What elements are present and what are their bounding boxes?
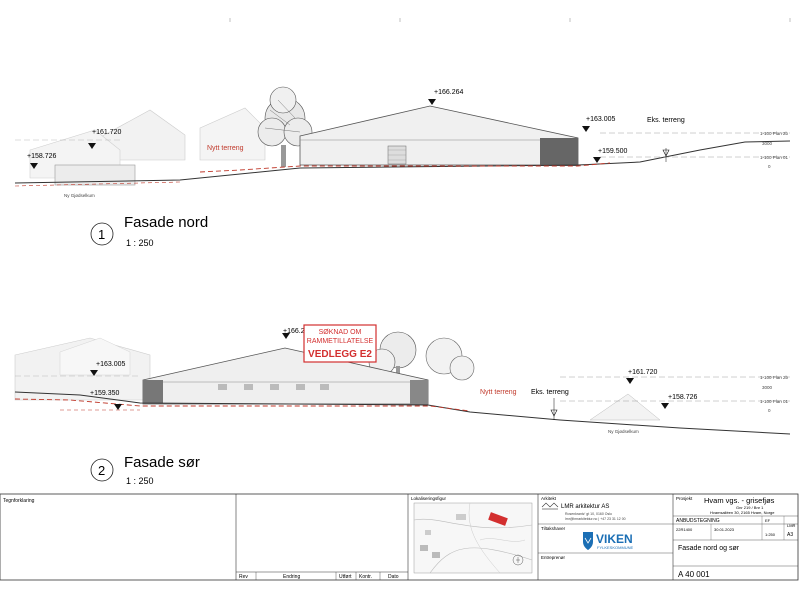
meta-scale: 1:250 xyxy=(765,532,776,537)
legend-label: Tegnforklaring xyxy=(3,498,35,504)
north-level-right-lower: +159.500 xyxy=(598,148,627,155)
south-view-title: Fasade sør xyxy=(124,454,200,471)
project-gnr: Gnr 219 / Bnr 1 xyxy=(736,505,764,510)
north-level-left-upper: +161.720 xyxy=(92,129,121,136)
location-map xyxy=(413,502,533,574)
architect-contact: lmr@lmrarkitektur.no | +47 23 31 12 00 xyxy=(565,517,626,521)
architect-name: LMR arkitektur AS xyxy=(561,504,609,510)
drawing-title: Fasade nord og sør xyxy=(678,545,740,552)
north-existing-terrain-label: Eks. terreng xyxy=(647,117,685,124)
stamp-line-2: RAMMETILLATELSE xyxy=(307,338,374,345)
viken-logo xyxy=(583,532,593,550)
north-elevation: +166.264 +161.720 +158.726 +163.005 +159… xyxy=(14,86,791,248)
contractor-label: Entreprenør xyxy=(541,555,566,560)
meta-right-2: LMR xyxy=(787,523,796,528)
architect-logo xyxy=(541,502,559,510)
project-address: Hvamsalléen 30, 2165 Hvam, Norge xyxy=(710,510,775,515)
south-plan-dim: 3000 xyxy=(762,385,773,390)
south-plan-01: 1-100 Plan 01 xyxy=(760,399,789,404)
south-new-terrain-label: Nytt terreng xyxy=(480,389,517,396)
south-elevation: +166.264 +163.005 +159.350 +161.720 +158… xyxy=(14,328,791,486)
south-plan-zero: 0 xyxy=(768,408,771,413)
barn-north xyxy=(299,105,579,166)
rev-header-change: Endring xyxy=(283,574,300,580)
project-name: Hvam vgs. - grisefjøs xyxy=(704,496,775,505)
stamp-line-1: SØKNAD OM xyxy=(319,329,362,336)
north-level-right-upper: +163.005 xyxy=(586,116,615,123)
meta-right-3: A3 xyxy=(787,532,793,538)
tree-north xyxy=(257,86,313,167)
phase-label: ANBUDSTEGNING xyxy=(676,518,720,524)
south-existing-terrain-label: Eks. terreng xyxy=(531,389,569,396)
project-label: Prosjekt xyxy=(676,496,693,501)
meta-right-1: EF xyxy=(765,518,771,523)
north-plan-01: 1-100 Plan 01 xyxy=(760,155,789,160)
barn-south xyxy=(142,347,429,405)
approval-stamp: SØKNAD OM RAMMETILLATELSE VEDLEGG E2 xyxy=(303,324,377,363)
title-block: Tegnforklaring Rev Endring Utført Kontr.… xyxy=(0,493,799,581)
north-view-scale: 1 : 250 xyxy=(126,238,154,248)
rev-header-rev: Rev xyxy=(239,574,248,580)
south-view-number: 2 xyxy=(98,463,105,478)
north-view-number: 1 xyxy=(98,227,105,242)
client-logo-sub: FYLKESKOMMUNE xyxy=(597,545,634,550)
stamp-line-3: VEDLEGG E2 xyxy=(308,349,372,360)
north-plan-zero: 0 xyxy=(768,164,771,169)
meta-project-no: 22R1400 xyxy=(676,527,693,532)
south-level-right-upper: +161.720 xyxy=(628,369,657,376)
north-ground-label: Ny Gjødselkum xyxy=(64,193,95,198)
south-level-ridge: +166.264 xyxy=(283,328,312,335)
north-plan-2b: 1-100 Plan 2b xyxy=(760,131,789,136)
north-level-ridge: +166.264 xyxy=(434,89,463,96)
north-view-title: Fasade nord xyxy=(124,214,208,231)
architect-label: Arkitekt xyxy=(541,496,557,501)
drawing-number: A 40 001 xyxy=(678,570,710,579)
north-level-left-lower: +158.726 xyxy=(27,153,56,160)
north-new-terrain-label: Nytt terreng xyxy=(207,145,244,152)
meta-date: 30.01.2023 xyxy=(714,527,735,532)
south-level-right-lower: +158.726 xyxy=(668,394,697,401)
south-level-left-upper: +163.005 xyxy=(96,361,125,368)
north-plan-dim: 3000 xyxy=(762,141,773,146)
client-logo-text: VIKEN xyxy=(596,532,633,546)
rev-header-date: Dato xyxy=(388,574,399,580)
south-level-left-lower: +159.350 xyxy=(90,390,119,397)
rev-header-done: Utført xyxy=(339,574,352,580)
south-ground-label: Ny Gjødselkum xyxy=(608,429,639,434)
south-plan-2b: 1-100 Plan 2b xyxy=(760,375,789,380)
south-view-scale: 1 : 250 xyxy=(126,476,154,486)
south-view-circle xyxy=(90,458,114,482)
architect-address: Rosenkrantz' gt 10, 0160 Oslo xyxy=(565,512,612,516)
location-label: Lokaliseringsfigur xyxy=(411,496,447,501)
north-view-circle xyxy=(90,222,114,246)
tree-south xyxy=(368,331,475,390)
rev-header-check: Kontr. xyxy=(359,574,372,580)
client-label: Tiltakshaver xyxy=(541,526,566,531)
